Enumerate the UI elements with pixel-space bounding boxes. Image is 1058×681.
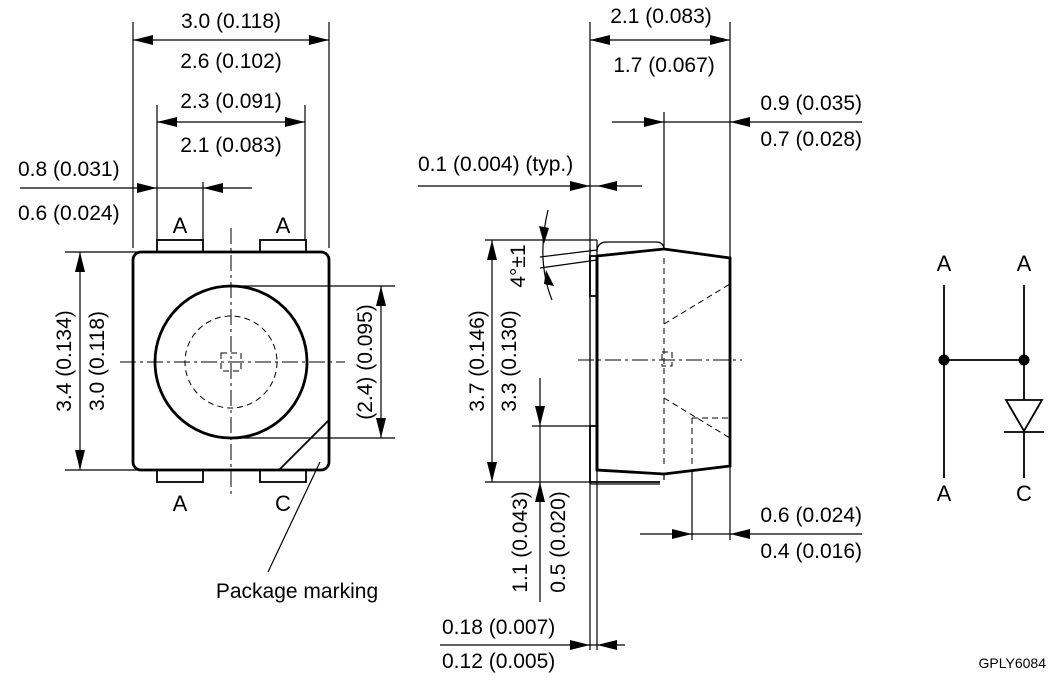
front-view: 3.0 (0.118) 2.6 (0.102) 2.3 (0.091) 2.1 … xyxy=(18,10,395,603)
package-marking-chamfer xyxy=(278,419,330,471)
dim-pad-width-min: 0.6 (0.024) xyxy=(18,202,120,225)
dim-draft-angle: 4°±1 xyxy=(507,244,530,287)
dim-height-min: 3.0 (0.118) xyxy=(86,311,109,411)
dim-height-min: 3.3 (0.130) xyxy=(498,310,521,412)
pin-label-bottom-right: C xyxy=(275,491,291,516)
schematic-symbol: A A A C xyxy=(937,251,1044,506)
pin-label-bottom-left: A xyxy=(173,491,188,516)
dim-pad-span-max: 2.3 (0.091) xyxy=(180,90,282,113)
dim-bottom-offset-min: 0.4 (0.016) xyxy=(760,540,862,563)
pad-bottom-right xyxy=(259,469,307,483)
junction-right xyxy=(1018,354,1030,366)
package-marking-leader xyxy=(267,461,321,573)
dim-width-min: 2.6 (0.102) xyxy=(180,50,282,73)
dim-lead-gap: 0.1 (0.004) (typ.) xyxy=(418,153,573,176)
dim-pad-width-max: 0.8 (0.031) xyxy=(18,158,120,181)
schematic-pin-top-right: A xyxy=(1017,251,1032,276)
dim-lead-thk-max: 0.18 (0.007) xyxy=(442,616,555,639)
leadframe-outline xyxy=(596,241,665,480)
schematic-pin-bottom-left: A xyxy=(937,481,952,506)
lead-bottom xyxy=(589,425,660,483)
dim-depth-max: 2.1 (0.083) xyxy=(610,5,712,28)
dim-depth-min: 1.7 (0.067) xyxy=(613,54,715,77)
pin-label-top-left: A xyxy=(173,213,188,238)
dim-width-max: 3.0 (0.118) xyxy=(181,10,281,33)
lead-top xyxy=(589,255,597,297)
diode-icon xyxy=(1004,399,1044,433)
package-body xyxy=(131,250,331,472)
junction-left xyxy=(938,354,950,366)
dim-height-max: 3.4 (0.134) xyxy=(53,310,76,412)
dim-lead-len-min: 0.5 (0.020) xyxy=(547,491,570,593)
package-marking-label: Package marking xyxy=(216,580,378,603)
drawing-code: GPLY6084 xyxy=(979,655,1047,671)
dim-arc-draft-angle xyxy=(542,209,553,301)
dim-lens-diameter: (2.4) (0.095) xyxy=(354,304,377,420)
pad-top-left xyxy=(156,239,204,253)
dim-bottom-offset-max: 0.6 (0.024) xyxy=(760,504,862,527)
pin-label-top-right: A xyxy=(276,213,291,238)
dim-lead-len-max: 1.1 (0.043) xyxy=(509,491,532,593)
dim-top-offset-min: 0.7 (0.028) xyxy=(760,128,862,151)
dim-pad-span-min: 2.1 (0.083) xyxy=(180,134,282,157)
side-view: 2.1 (0.083) 1.7 (0.067) 0.9 (0.035) 0.7 … xyxy=(418,5,862,673)
dim-height-max: 3.7 (0.146) xyxy=(466,310,489,412)
dim-lead-thk-min: 0.12 (0.005) xyxy=(442,650,555,673)
chip-outline xyxy=(220,352,242,372)
pad-bottom-left xyxy=(156,469,204,483)
pad-top-right xyxy=(259,239,307,253)
schematic-pin-top-left: A xyxy=(937,251,952,276)
dim-top-offset-max: 0.9 (0.035) xyxy=(760,92,862,115)
schematic-pin-bottom-right: C xyxy=(1016,481,1032,506)
